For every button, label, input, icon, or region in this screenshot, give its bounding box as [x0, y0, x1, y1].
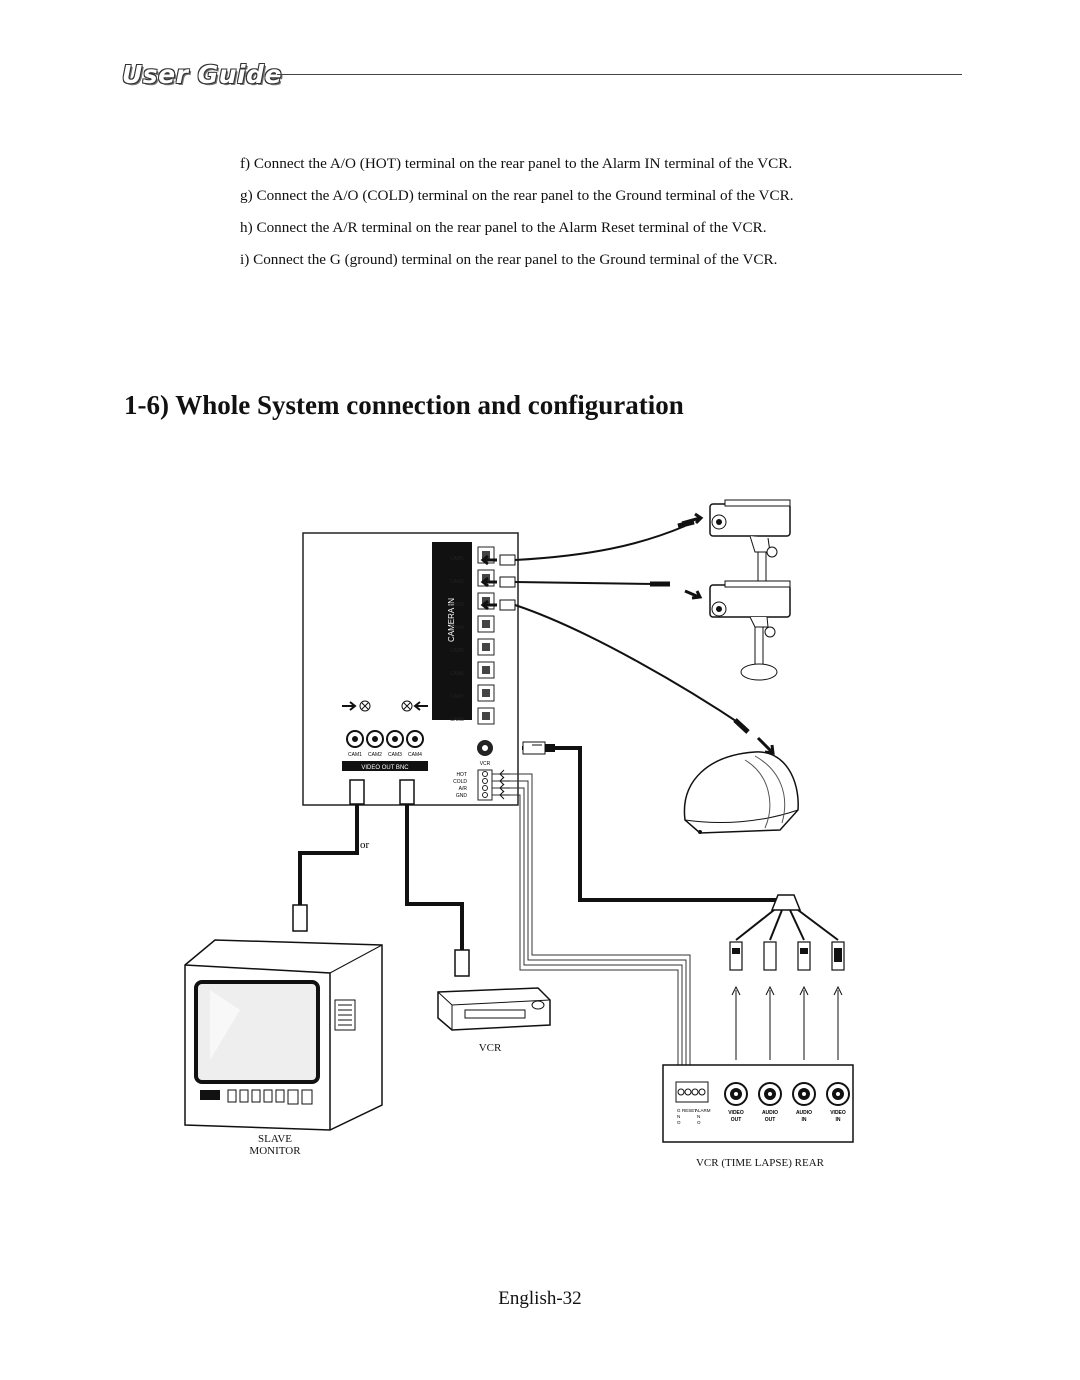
- vcr-rear-port-bottom-label: IN: [836, 1117, 841, 1123]
- user-guide-logo: User Guide: [122, 60, 282, 89]
- system-connection-diagram: CAMERA IN CAM1 CAM2 CAM3 CAM4 CAM5 CAM6 …: [170, 490, 890, 1215]
- alarm-terminal-label: A/R: [459, 786, 468, 792]
- camera-icon: [709, 499, 791, 587]
- camera-port-6: CAM6: [450, 661, 495, 679]
- camera-port-4: CAM4: [450, 615, 495, 633]
- vcr-rear-port-top-label: AUDIO: [796, 1110, 812, 1116]
- instruction-i: i) Connect the G (ground) terminal on th…: [240, 251, 778, 268]
- camera-port-label: CAM4: [450, 625, 464, 631]
- camera-port-label: CAM6: [450, 671, 464, 677]
- slave-monitor-label: SLAVE MONITOR: [230, 1133, 320, 1157]
- slave-monitor-label-line1: SLAVE: [257, 1133, 293, 1145]
- camera-cables: [480, 512, 775, 755]
- vcr-rear-terminal-label: RESET: [682, 1108, 697, 1113]
- instruction-f: f) Connect the A/O (HOT) terminal on the…: [240, 155, 793, 172]
- video-out-bnc-ports: CAM1 CAM2 CAM3 CAM4 VIDEO OUT BNC: [342, 730, 428, 771]
- camera-port-7: CAM7: [450, 684, 495, 702]
- instruction-g: g) Connect the A/O (COLD) terminal on th…: [240, 187, 794, 204]
- vcr-port-label: VCR: [480, 761, 491, 767]
- arrow-icon: [342, 700, 428, 712]
- vcr-label: VCR: [478, 1042, 502, 1054]
- vcr-rear-port: AUDIO OUT: [758, 1082, 782, 1123]
- vcr-rear-terminal-label: ALARM: [695, 1108, 711, 1113]
- video-out-port-label: CAM2: [368, 752, 382, 758]
- camera-port-label: CAM3: [450, 602, 464, 608]
- slave-monitor-icon: [184, 939, 383, 1131]
- video-out-port-label: CAM3: [388, 752, 402, 758]
- camera-port-label: CAM7: [450, 694, 464, 700]
- camera-port-5: CAM5: [450, 638, 495, 656]
- vcr-rear-terminal-row-label: O: [697, 1120, 701, 1125]
- vcr-rear-port-top-label: VIDEO: [728, 1110, 744, 1116]
- diagram-svg: CAMERA IN CAM1 CAM2 CAM3 CAM4 CAM5 CAM6 …: [184, 499, 854, 1143]
- alarm-terminal-label: COLD: [453, 779, 467, 785]
- vcr-rear-port-top-label: VIDEO: [830, 1110, 846, 1116]
- bnc-plug-icon: [292, 779, 470, 977]
- vcr-rear-terminal-label: G: [677, 1108, 681, 1113]
- video-out-bnc-label: VIDEO OUT BNC: [361, 765, 409, 771]
- rear-panel: CAMERA IN CAM1 CAM2 CAM3 CAM4 CAM5 CAM6 …: [302, 532, 519, 806]
- camera-port-8: CAM8: [450, 707, 495, 725]
- instruction-list: f) Connect the A/O (HOT) terminal on the…: [240, 148, 940, 276]
- camera-port-label: CAM1: [450, 556, 464, 562]
- video-out-port-label: CAM4: [408, 752, 422, 758]
- rca-plug-icon: [522, 741, 555, 755]
- camera-port-label: CAM2: [450, 579, 464, 585]
- vcr-rear-port-bottom-label: OUT: [765, 1117, 776, 1123]
- vcr-rear-panel: G RESET ALARM N N O O VIDEO OUT AUDIO OU…: [662, 1064, 854, 1143]
- vcr-port: VCR: [477, 740, 493, 767]
- vcr-rear-port: AUDIO IN: [792, 1082, 816, 1123]
- alarm-wires: [492, 769, 691, 1085]
- dome-sensor-icon: [683, 751, 799, 834]
- section-title: 1-6) Whole System connection and configu…: [124, 390, 684, 420]
- header-rule: [277, 74, 962, 75]
- alarm-terminal-block: HOT COLD A/R GND: [453, 769, 493, 801]
- vcr-rear-terminal-row-label: N: [697, 1114, 700, 1119]
- vcr-deck-icon: [437, 987, 551, 1031]
- vcr-rear-port: VIDEO OUT: [724, 1082, 748, 1123]
- vcr-rear-port: VIDEO IN: [826, 1082, 850, 1123]
- video-out-port-label: CAM1: [348, 752, 362, 758]
- page-header: User Guide: [122, 56, 962, 96]
- vcr-rear-port-bottom-label: OUT: [731, 1117, 742, 1123]
- camera-port-label: CAM8: [450, 717, 464, 723]
- camera-icon: [709, 580, 791, 681]
- page-number: English-32: [498, 1288, 582, 1309]
- or-label: or: [360, 839, 370, 851]
- vcr-rear-label: VCR (TIME LAPSE) REAR: [695, 1157, 825, 1169]
- vcr-rear-port-bottom-label: IN: [802, 1117, 807, 1123]
- camera-in-label: CAMERA IN: [447, 598, 456, 642]
- vcr-rear-terminal-row-label: O: [677, 1120, 681, 1125]
- alarm-terminal-label: HOT: [456, 772, 467, 778]
- vcr-rear-terminal-row-label: N: [677, 1114, 680, 1119]
- av-splitter-icon: [729, 894, 845, 1060]
- vcr-rear-port-top-label: AUDIO: [762, 1110, 778, 1116]
- instruction-h: h) Connect the A/R terminal on the rear …: [240, 219, 767, 236]
- slave-monitor-label-line2: MONITOR: [249, 1145, 301, 1157]
- alarm-terminal-label: GND: [456, 793, 468, 799]
- camera-port-label: CAM5: [450, 648, 464, 654]
